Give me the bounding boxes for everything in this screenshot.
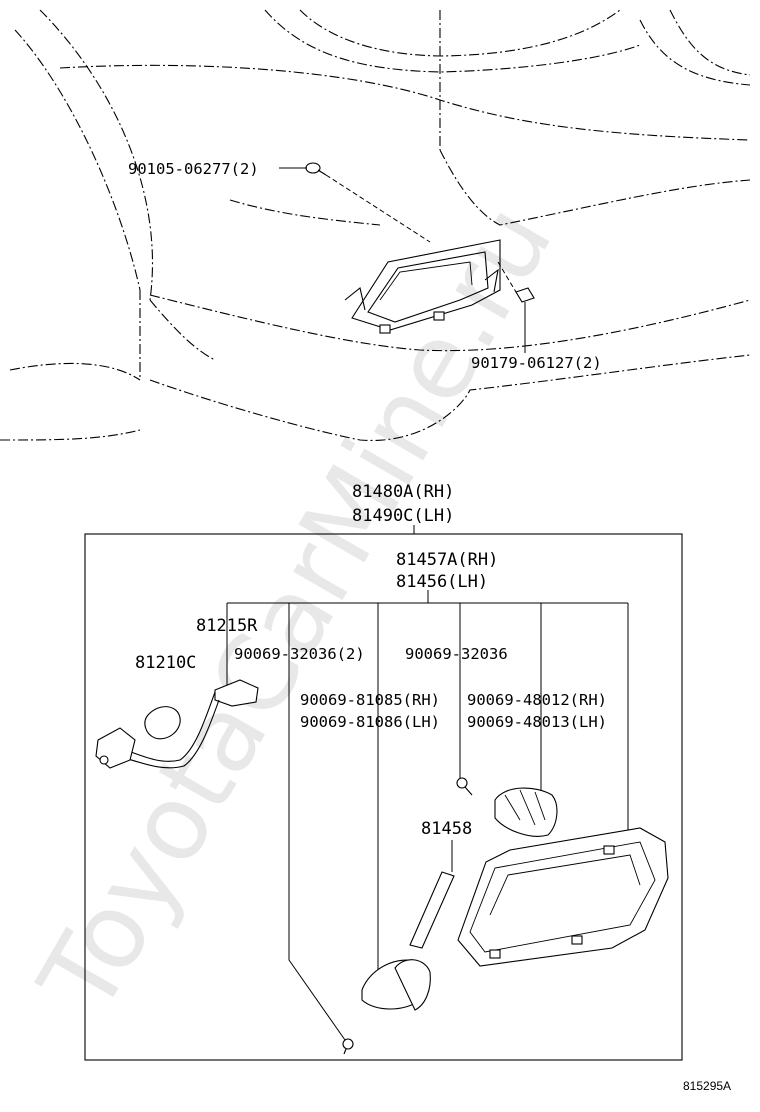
gasket-90069-81085 xyxy=(361,959,431,1011)
label-bulb-rh: 90069-48012(RH) xyxy=(467,691,607,709)
socket-wire-harness xyxy=(95,679,259,769)
screw-90069-32036 xyxy=(456,777,473,796)
label-gasket-rh: 90069-81085(RH) xyxy=(300,691,440,709)
label-seal: 81458 xyxy=(421,819,472,839)
callout-bracket xyxy=(226,590,629,1041)
label-lens-lh: 81456(LH) xyxy=(396,572,488,592)
label-bulb-lh: 90069-48013(LH) xyxy=(467,713,607,731)
seal-81458 xyxy=(409,871,455,949)
label-lens-rh: 81457A(RH) xyxy=(396,550,498,570)
label-assy-rh: 81480A(RH) xyxy=(352,482,454,502)
lamp-housing-81456 xyxy=(457,827,669,967)
bolt-90105-06277 xyxy=(305,162,431,243)
label-bolt-top: 90105-06277(2) xyxy=(128,160,259,178)
label-gasket-lh: 90069-81086(LH) xyxy=(300,713,440,731)
label-assy-lh: 81490C(LH) xyxy=(352,506,454,526)
bulb-81210C xyxy=(144,706,181,740)
diagram-code: 815295A xyxy=(683,1079,731,1093)
screw-bottom xyxy=(342,1038,354,1055)
lamp-installed-view xyxy=(344,239,501,334)
label-screw-2: 90069-32036(2) xyxy=(234,645,365,663)
clip-90179-06127 xyxy=(497,261,535,353)
label-bulb-small: 81210C xyxy=(135,653,196,673)
label-nut-clip: 90179-06127(2) xyxy=(471,354,602,372)
vehicle-outline xyxy=(0,9,751,441)
label-screw-1: 90069-32036 xyxy=(405,645,508,663)
assembly-frame xyxy=(84,533,683,1061)
bulb-90069-48012 xyxy=(494,787,558,837)
label-socket: 81215R xyxy=(196,616,258,636)
